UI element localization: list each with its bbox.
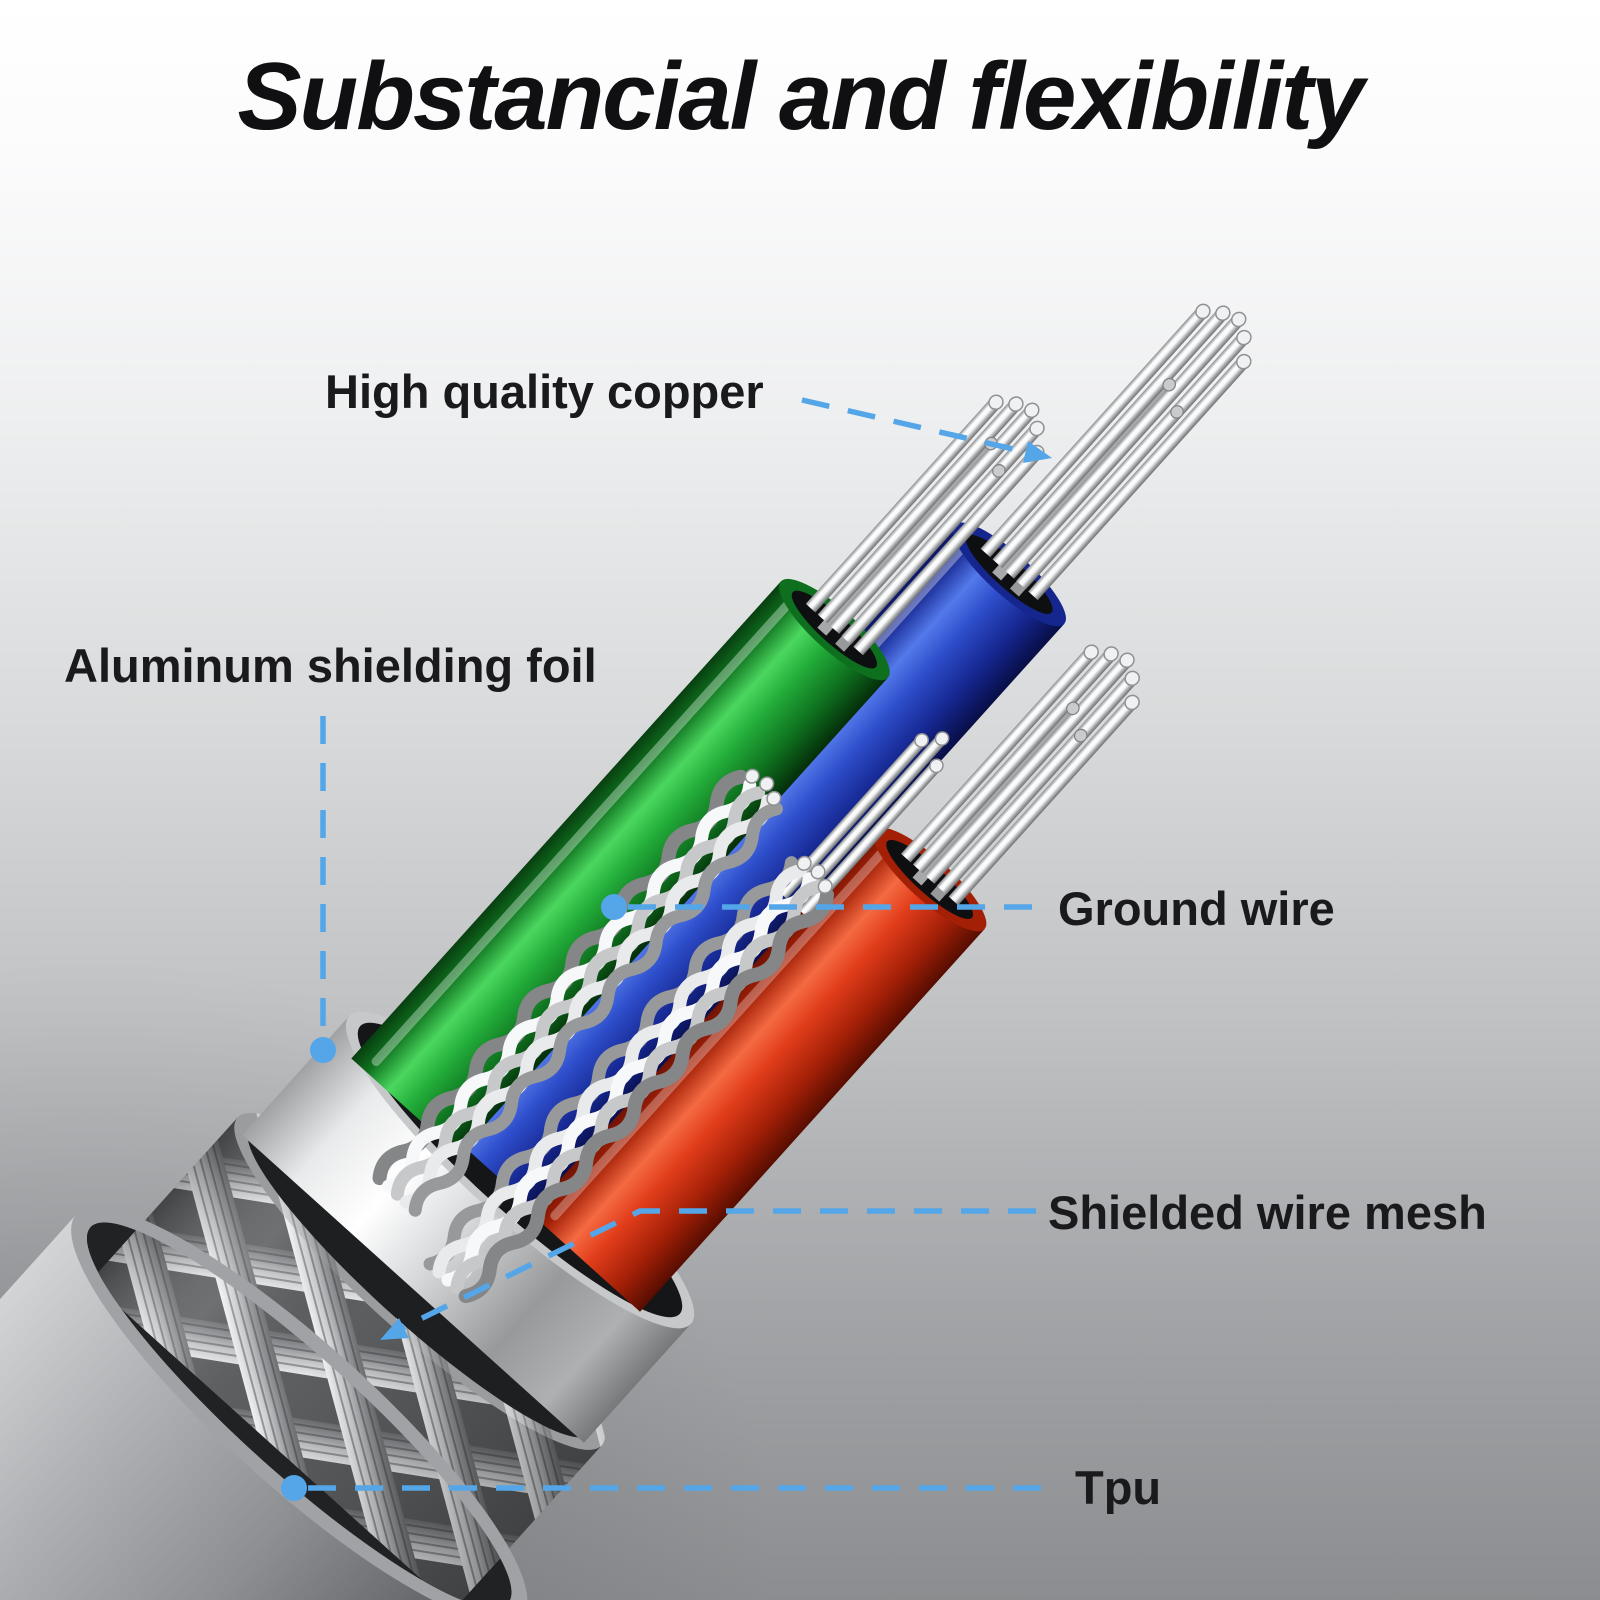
ground-wire-rods [777,731,950,918]
foil-anchor-dot [310,1037,336,1063]
copper-arrowhead [1023,441,1052,463]
leader-line-copper [801,397,1027,455]
ground-anchor-dot [601,894,627,920]
label-high-quality-copper: High quality copper [325,365,764,418]
ground-wire-strands [355,758,865,1300]
label-aluminum-shielding-foil: Aluminum shielding foil [64,639,597,692]
mesh-arrowhead [380,1318,409,1340]
label-tpu: Tpu [1075,1461,1162,1514]
label-shielded-wire-mesh: Shielded wire mesh [1048,1186,1487,1239]
leader-lines [281,397,1060,1501]
green-wire [351,394,1045,1155]
label-ground-wire: Ground wire [1058,882,1335,935]
tpu-anchor-dot [281,1475,307,1501]
leader-line-mesh [394,1208,1036,1334]
page-title: Substancial and flexibility [237,43,1365,150]
